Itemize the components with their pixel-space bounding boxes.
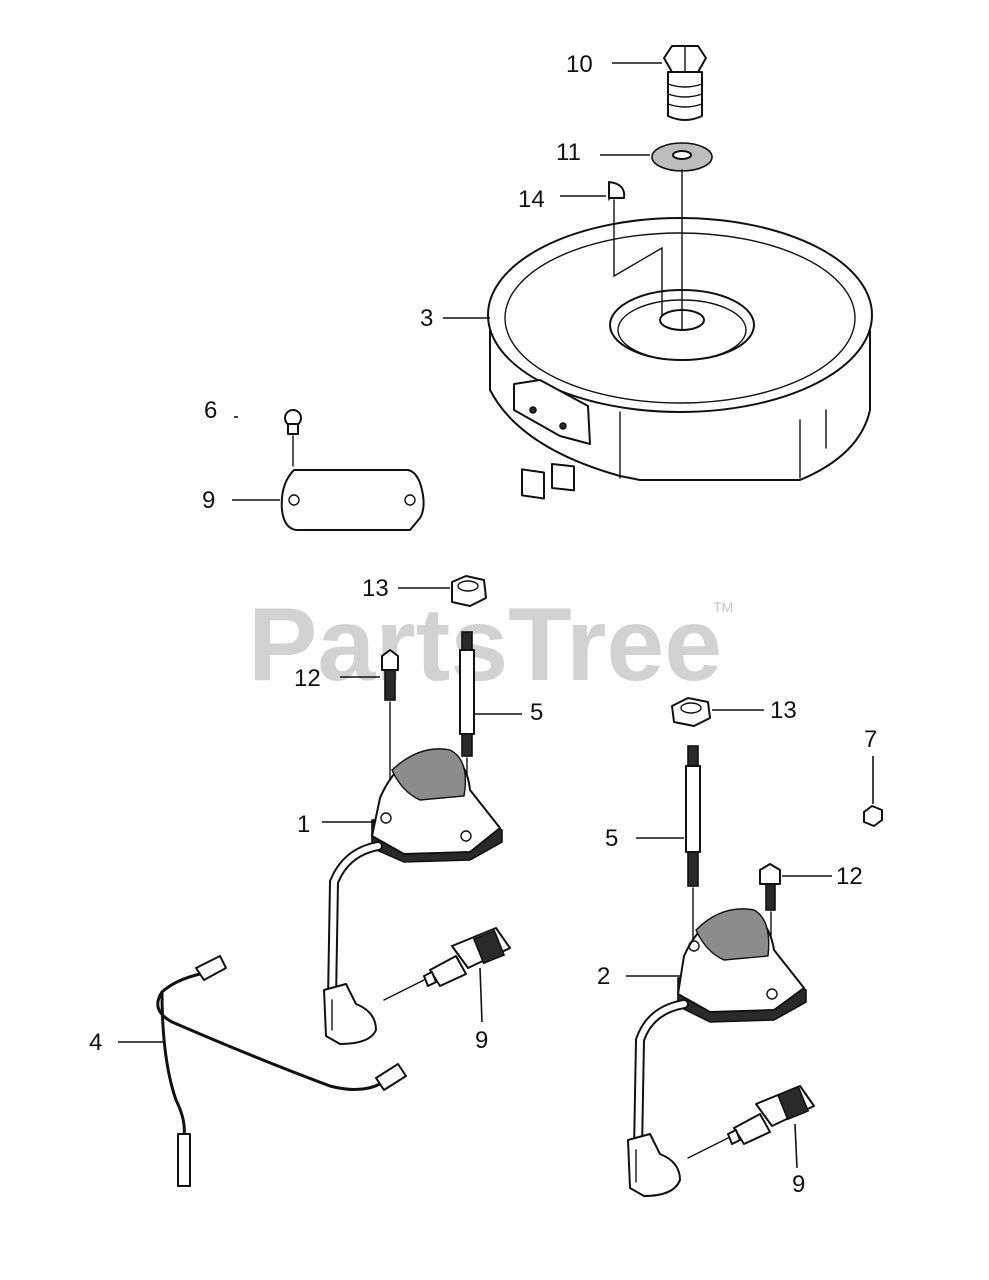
callout-5-right: 5 [605, 825, 618, 852]
washer-part [651, 142, 713, 172]
leader-line [794, 1123, 798, 1169]
watermark-brand: PartsTree [248, 587, 722, 703]
assembly-line [613, 199, 663, 317]
callout-12-right: 12 [836, 863, 863, 890]
leader-line [479, 967, 483, 1023]
woodruff-key-part [608, 181, 626, 201]
flywheel-part [487, 217, 873, 500]
ignition-coil-part [323, 748, 503, 1045]
stud-part [459, 631, 475, 757]
assembly-line [687, 1137, 729, 1159]
callout-2: 2 [597, 963, 610, 990]
callout-9-right-plug: 9 [792, 1171, 805, 1198]
callout-9-left-plug: 9 [475, 1027, 488, 1054]
flange-bolt-part [759, 863, 781, 911]
assembly-line [383, 979, 425, 1001]
callout-9-plate: 9 [202, 487, 215, 514]
flange-bolt-part [381, 649, 399, 701]
callout-13-left: 13 [362, 575, 389, 602]
bolt-part [663, 45, 707, 121]
watermark-trademark: TM [713, 599, 733, 615]
callout-6: 6 [204, 397, 217, 424]
spark-plug-part [727, 1085, 815, 1145]
callout-4: 4 [89, 1029, 102, 1056]
cover-plate-part [280, 469, 425, 531]
nut-part [451, 575, 487, 607]
callout-3: 3 [420, 305, 433, 332]
callout-5-left: 5 [530, 699, 543, 726]
callout-14: 14 [518, 186, 545, 213]
stud-part [685, 745, 701, 887]
spark-plug-part [423, 927, 511, 987]
callout-10: 10 [566, 51, 593, 78]
callout-13-right: 13 [770, 697, 797, 724]
nut-part [671, 697, 711, 727]
callout-7: 7 [864, 726, 877, 753]
ignition-coil-part [627, 908, 807, 1197]
callout-12-left: 12 [294, 665, 321, 692]
callout-1: 1 [297, 811, 310, 838]
small-screw-part [284, 409, 302, 467]
wire-harness-part [156, 955, 407, 1187]
small-nut-part [863, 805, 883, 827]
callout-11: 11 [556, 139, 581, 166]
